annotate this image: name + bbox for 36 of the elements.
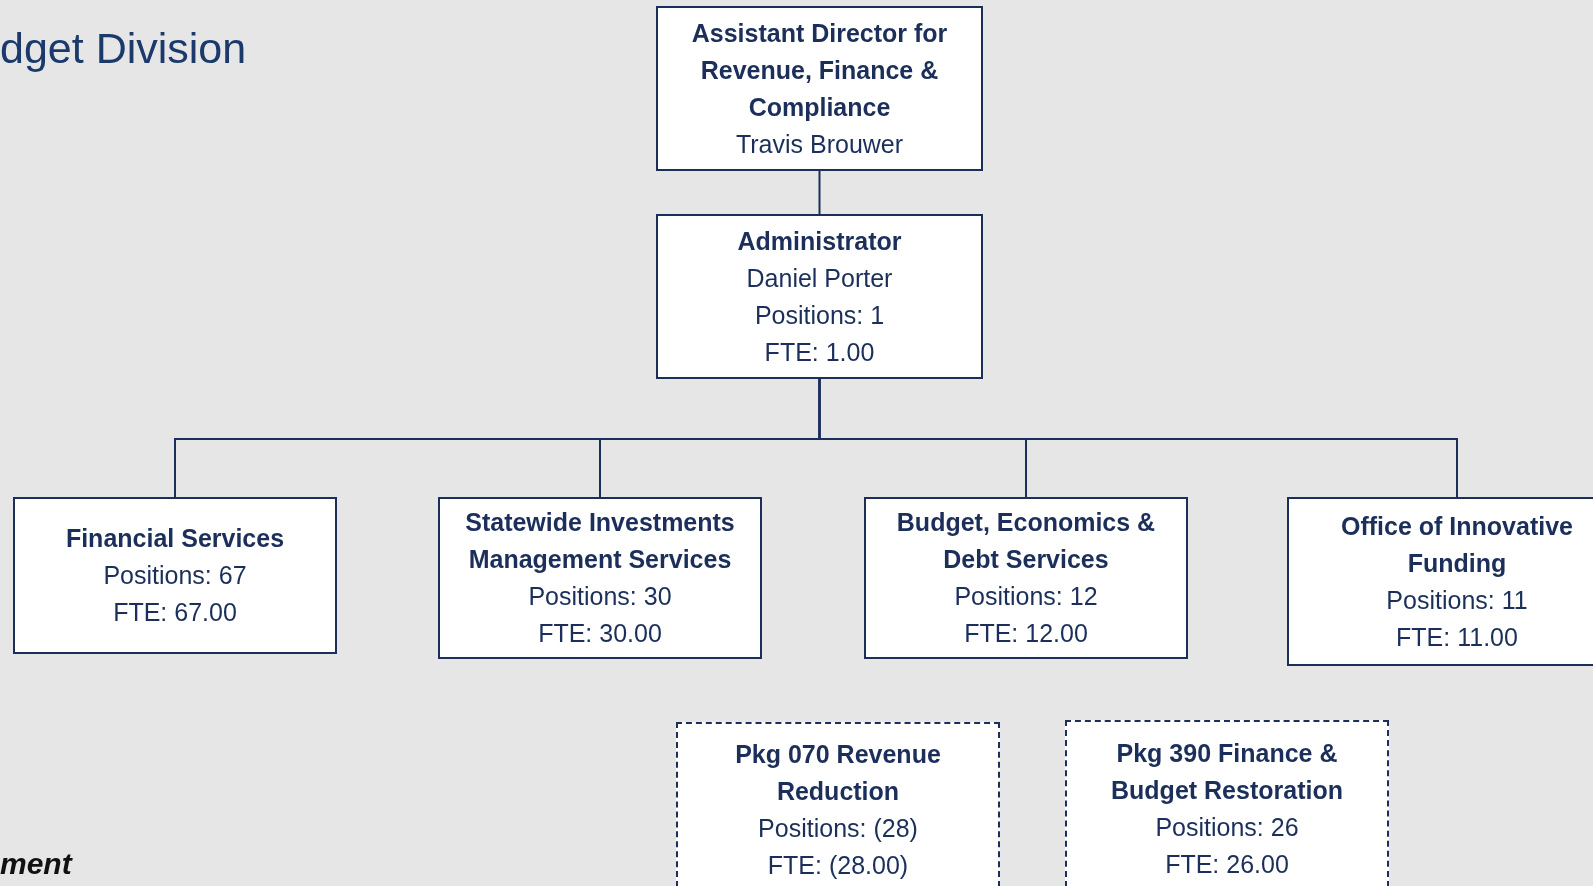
- org-box: [656, 214, 983, 379]
- org-box: [13, 497, 337, 654]
- org-box: [864, 497, 1188, 659]
- unit-detail: Positions: 26: [1154, 811, 1300, 843]
- unit-title: Office of Innovative Funding: [1340, 510, 1574, 579]
- connector-line: [818, 378, 1458, 498]
- note-text: ment: [0, 846, 72, 882]
- unit-detail: FTE: 30.00: [537, 618, 663, 649]
- unit-detail: Daniel Porter: [745, 262, 894, 294]
- unit-detail: Positions: 11: [1385, 584, 1529, 616]
- org-box: [1287, 497, 1593, 666]
- unit-detail: Positions: 30: [527, 581, 673, 612]
- unit-detail: FTE: (28.00): [766, 849, 910, 881]
- unit-title: Assistant Director for Revenue, Finance & Compliance: [690, 17, 949, 123]
- unit-title: Statewide Investments Management Services: [464, 507, 736, 575]
- unit-title: Administrator: [736, 225, 903, 257]
- unit-title: Financial Services: [64, 523, 286, 554]
- unit-detail: Positions: 67: [102, 560, 248, 591]
- org-box: [438, 497, 762, 659]
- unit-title: Budget, Economics & Debt Services: [895, 507, 1157, 575]
- unit-detail: FTE: 11.00: [1395, 621, 1519, 653]
- unit-detail: Positions: 12: [953, 581, 1099, 612]
- unit-detail: FTE: 1.00: [763, 336, 876, 368]
- connector-line: [818, 170, 821, 215]
- unit-title: Pkg 070 Revenue Reduction: [734, 738, 942, 807]
- unit-title: Pkg 390 Finance & Budget Restoration: [1110, 737, 1344, 806]
- unit-detail: Positions: (28): [757, 812, 919, 844]
- dashed-box: [676, 722, 1000, 886]
- unit-detail: FTE: 12.00: [963, 618, 1089, 649]
- unit-detail: FTE: 26.00: [1164, 848, 1290, 880]
- unit-detail: FTE: 67.00: [112, 597, 238, 628]
- dashed-box: [1065, 720, 1389, 886]
- unit-detail: Travis Brouwer: [734, 128, 905, 160]
- page-title: dget Division: [0, 23, 247, 74]
- org-box: [656, 6, 983, 171]
- unit-detail: Positions: 1: [753, 299, 886, 331]
